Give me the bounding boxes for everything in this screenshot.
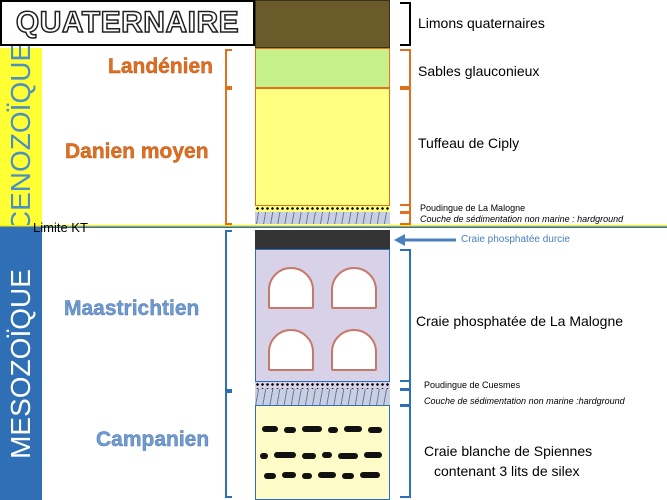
silex-nodule [260, 453, 268, 459]
right-bracket-craie-malogne [400, 249, 411, 382]
left-bracket-maastrichtien [225, 230, 232, 391]
silex-nodule [368, 427, 382, 433]
silex-nodule [282, 472, 296, 478]
layer-sables [255, 48, 390, 88]
desc-craie-spiennes-line-1: Craie blanche de Spiennes [424, 443, 593, 459]
stage-label-danien-moyen: Danien moyen [65, 140, 209, 163]
silex-nodule [360, 472, 380, 478]
stage-label-landenien: Landénien [108, 55, 214, 78]
silex-nodule [342, 473, 354, 479]
desc-craie-malogne: Craie phosphatée de La Malogne [416, 313, 624, 329]
desc-hardground-1: Couche de sédimentation non marine : har… [420, 214, 624, 224]
silex-nodule [262, 426, 278, 432]
left-bracket-campanien [225, 391, 232, 498]
layer-hardground-1 [255, 212, 390, 224]
desc-craie-durcie: Craie phosphatée durcie [461, 234, 570, 245]
layer-limons [255, 0, 390, 48]
layer-tuffeau [255, 88, 390, 206]
right-bracket-craie-spiennes [400, 405, 411, 498]
fossil-arch-icon [268, 267, 314, 309]
kt-boundary-line [0, 225, 667, 228]
right-bracket-limons [400, 2, 411, 46]
silex-nodule [264, 473, 276, 479]
desc-craie-spiennes-line-2: contenant 3 lits de silex [434, 463, 580, 479]
layer-poudingue-malogne [255, 206, 390, 212]
desc-poudingue-malogne: Poudingue de La Malogne [420, 203, 526, 213]
fossil-arch-icon [331, 329, 377, 371]
layer-hardground-2 [255, 389, 390, 405]
silex-nodule [328, 427, 338, 433]
layer-craie-durcie [255, 230, 390, 249]
silex-nodule [318, 472, 336, 478]
silex-nodule [302, 473, 312, 479]
desc-sables: Sables glauconieux [418, 63, 540, 79]
silex-nodule [344, 426, 362, 432]
right-bracket-sables [400, 49, 411, 88]
silex-nodule [302, 453, 316, 459]
silex-nodule [338, 453, 358, 459]
right-bracket-tuffeau [400, 88, 411, 206]
era-cenozoic-band: CENOZOÏQUE [0, 43, 42, 231]
arrow-icon [394, 234, 456, 246]
layer-poudingue-cuesmes [255, 382, 390, 389]
desc-limons: Limons quaternaires [418, 15, 545, 31]
right-bracket-hardground-2 [400, 389, 411, 406]
quaternaire-box: QUATERNAIRE [0, 0, 255, 46]
fossil-arch-icon [268, 329, 314, 371]
right-bracket-hardground-1 [400, 212, 411, 225]
stage-label-maastrichtien: Maastrichtien [64, 297, 200, 320]
kt-boundary-label: Limite KT [33, 220, 88, 235]
left-bracket-danien [225, 88, 232, 225]
desc-poudingue-cuesmes: Poudingue de Cuesmes [424, 380, 521, 390]
layer-craie-spiennes [255, 405, 390, 500]
silex-nodule [302, 426, 322, 432]
silex-nodule [364, 452, 382, 458]
silex-nodule [284, 427, 296, 433]
desc-tuffeau: Tuffeau de Ciply [418, 135, 520, 151]
quaternaire-title: QUATERNAIRE [15, 5, 240, 40]
silex-nodule [322, 452, 332, 458]
era-mesozoic-band: MESOZOÏQUE [0, 228, 42, 500]
right-bracket-poudingue-cuesmes [400, 380, 411, 390]
stage-label-campanien: Campanien [96, 428, 210, 451]
fossil-arch-icon [331, 267, 377, 309]
layer-craie-malogne [255, 249, 390, 382]
silex-nodule [274, 452, 296, 458]
desc-hardground-2: Couche de sédimentation non marine :hard… [424, 396, 625, 406]
left-bracket-landenien [225, 49, 232, 88]
right-bracket-poudingue-malogne [400, 204, 411, 213]
